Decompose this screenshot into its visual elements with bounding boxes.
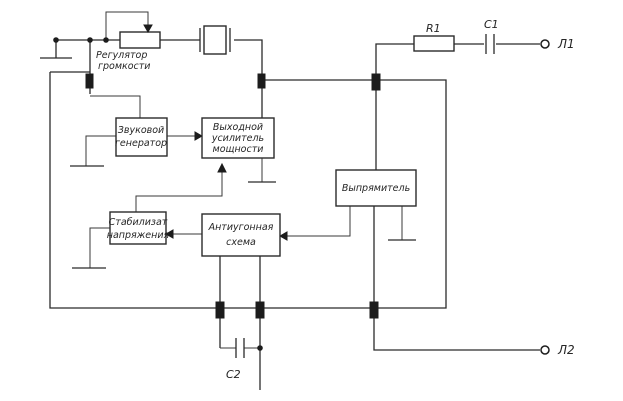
arrow-to-stabilizer-icon xyxy=(164,229,174,239)
tone-generator-block: Звуковой генератор xyxy=(115,117,168,157)
connector-icon xyxy=(85,73,94,89)
volume-control-label-1: Регулятор xyxy=(96,50,147,61)
connector-icon xyxy=(257,73,266,89)
voltage-stabilizer-label-1: Стабилизат xyxy=(109,217,168,228)
power-amplifier-block: Выходной усилитель мощности xyxy=(201,117,275,159)
capacitor-c1-icon xyxy=(485,34,495,54)
tone-generator-label-1: Звуковой xyxy=(118,125,164,136)
voltage-stabilizer-block: Стабилизат напряжения xyxy=(107,211,170,245)
resistor-r1-icon xyxy=(413,35,455,52)
terminal-l2-icon xyxy=(540,345,550,355)
junction-dot-icon xyxy=(257,345,263,351)
volume-control-label-2: громкости xyxy=(98,61,150,72)
terminal-l1-label: Л1 xyxy=(557,37,575,51)
volume-potentiometer-icon xyxy=(119,24,161,49)
connector-icon xyxy=(255,301,265,319)
connector-icon xyxy=(369,301,379,319)
junction-dot-icon xyxy=(87,37,93,43)
junction-dot-icon xyxy=(103,37,109,43)
junction-dot-icon xyxy=(53,37,59,43)
terminal-l2-label: Л2 xyxy=(557,343,575,357)
capacitor-c1-label: C1 xyxy=(484,18,499,31)
tone-generator-label-2: генератор xyxy=(115,138,167,149)
connector-icon xyxy=(371,73,381,91)
arrow-to-antitheft-icon xyxy=(278,231,288,241)
capacitor-c2-label: C2 xyxy=(226,368,241,381)
antitheft-circuit-label-2: схема xyxy=(226,237,256,248)
junctions xyxy=(53,37,263,351)
wiring xyxy=(40,11,540,390)
power-amplifier-label-2: усилитель xyxy=(211,133,264,144)
capacitor-c2-icon xyxy=(235,338,245,358)
arrow-to-amplifier-icon xyxy=(194,131,204,141)
antitheft-circuit-label-1: Антиугонная xyxy=(208,222,274,233)
connectors xyxy=(85,73,381,319)
crystal-element-icon xyxy=(199,25,231,55)
rectifier-label: Выпрямитель xyxy=(342,183,410,194)
voltage-stabilizer-label-2: напряжения xyxy=(107,230,170,241)
resistor-r1-label: R1 xyxy=(426,22,441,35)
arrow-up-to-amplifier-icon xyxy=(217,162,227,173)
power-amplifier-label-3: мощности xyxy=(213,144,264,155)
power-amplifier-label-1: Выходной xyxy=(213,122,263,133)
rectifier-block: Выпрямитель xyxy=(335,169,417,207)
terminal-l1-icon xyxy=(540,39,550,49)
antitheft-circuit-block: Антиугонная схема xyxy=(201,213,281,257)
connector-icon xyxy=(215,301,225,319)
arrows xyxy=(164,131,288,241)
